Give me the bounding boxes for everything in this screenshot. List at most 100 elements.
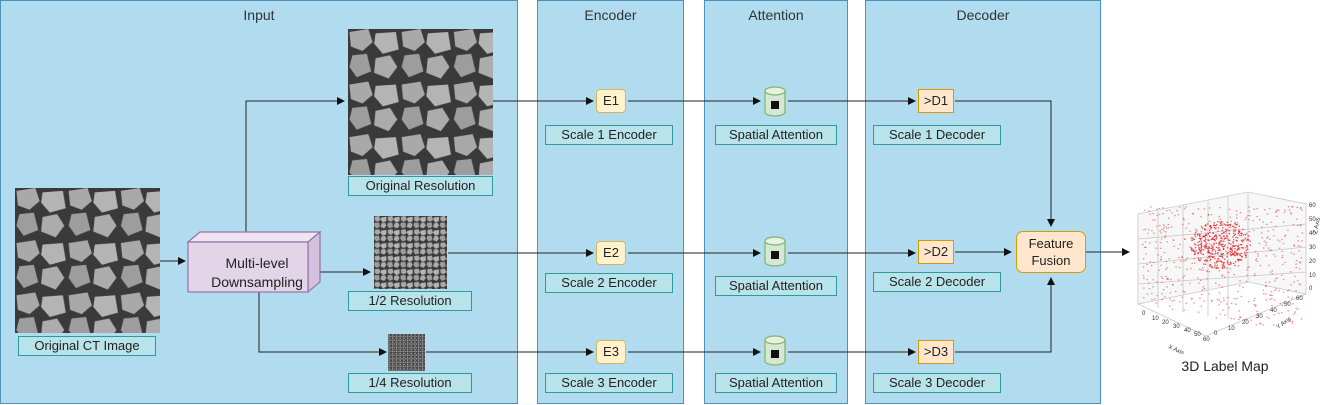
label-point [1258,219,1261,221]
label-point [1148,229,1150,231]
label-point [1171,300,1173,302]
label-point [1237,265,1240,267]
label-point [1150,265,1153,267]
label-point [1145,246,1147,248]
label-point [1237,229,1240,231]
label-point [1211,250,1214,252]
label-point [1288,289,1290,291]
label-point [1182,223,1184,226]
label-point [1239,280,1241,282]
label-point [1177,248,1180,250]
label-point [1194,262,1196,264]
label-point [1221,238,1223,240]
label-point [1169,292,1171,294]
scale-2-encoder-label: Scale 2 Encoder [545,273,673,293]
label-point [1243,233,1245,236]
encoder-panel: Encoder [537,0,684,404]
label-point [1288,209,1291,211]
label-point [1200,279,1202,281]
label-point [1195,231,1197,233]
label-point [1207,257,1209,259]
label-point [1221,264,1223,266]
label-point [1211,248,1213,250]
label-point [1201,294,1203,296]
label-point [1194,234,1196,236]
label-point [1287,229,1289,231]
label-point [1175,266,1177,268]
label-point [1254,305,1257,307]
label-point [1265,242,1267,244]
attention-cylinder-1 [764,86,786,117]
label-point [1153,232,1155,234]
label-point [1287,310,1289,312]
label-point [1291,320,1294,322]
label-point [1220,301,1222,303]
label-point [1213,224,1215,226]
label-point [1262,289,1265,291]
label-point [1299,225,1301,227]
label-point [1160,232,1162,234]
label-point [1144,209,1146,211]
label-point [1222,257,1224,259]
label-point [1248,210,1251,212]
label-point [1203,240,1206,242]
label-point [1210,253,1212,255]
label-point [1220,239,1222,242]
label-point [1150,206,1152,208]
label-point [1165,227,1168,229]
label-point [1207,249,1209,251]
label-point [1221,286,1223,288]
label-point [1198,258,1200,260]
label-point [1217,221,1219,223]
label-point [1143,287,1145,289]
label-point [1275,211,1278,213]
label-point [1223,223,1225,225]
label-point [1239,231,1241,233]
label-point [1202,269,1204,271]
label-point [1183,260,1185,262]
label-point [1231,302,1233,304]
label-point [1294,311,1296,313]
y-tick-0: 0 [1214,331,1218,337]
label-point [1266,223,1268,225]
label-point [1192,238,1194,240]
label-point [1266,316,1268,318]
label-point [1240,235,1243,237]
label-point [1244,253,1246,255]
label-point [1177,214,1180,216]
label-point [1227,251,1229,254]
label-point [1193,250,1195,253]
label-point [1215,246,1218,248]
label-point [1219,224,1221,226]
label-point [1238,318,1240,321]
label-point [1200,250,1202,252]
label-point [1254,250,1257,253]
z-axis-label: Z Axis [1313,217,1322,234]
label-point [1146,263,1148,265]
label-point [1233,226,1235,228]
label-point [1232,236,1234,238]
label-point [1244,251,1246,253]
label-point [1194,233,1196,235]
label-point [1225,250,1227,252]
label-point [1226,247,1229,249]
label-point [1229,261,1231,264]
label-point [1270,294,1272,296]
label-point [1200,231,1203,233]
label-point [1220,223,1222,225]
label-point [1178,206,1181,209]
label-point [1300,224,1302,226]
label-point [1229,216,1232,218]
label-point [1287,319,1290,321]
label-point [1233,318,1235,320]
label-point [1234,230,1237,232]
original-resolution-label: Original Resolution [348,176,493,196]
label-point [1222,227,1224,229]
label-point [1287,206,1290,208]
label-point [1192,249,1195,251]
label-point [1221,261,1223,263]
label-point [1166,241,1168,243]
x-tick-4: 40 [1184,328,1191,334]
label-point [1197,242,1199,244]
label-point [1203,300,1205,302]
